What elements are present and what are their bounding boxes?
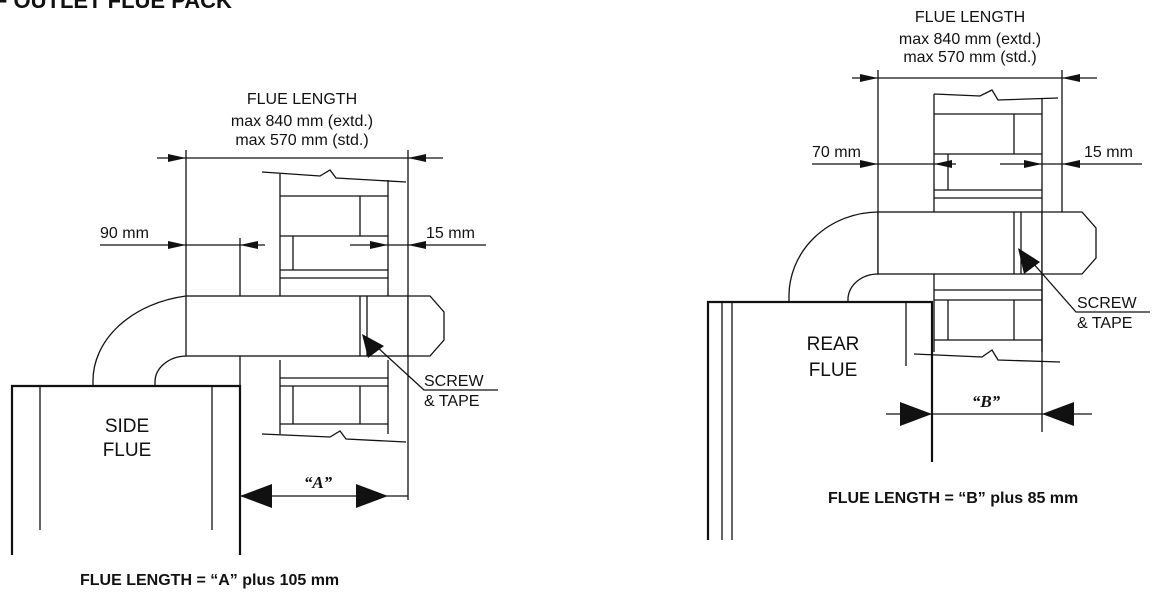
left-box-line2: FLUE — [103, 440, 152, 461]
left-box-line1: SIDE — [105, 416, 149, 437]
right-wall-upper — [933, 89, 1059, 212]
right-dim-right-label: 15 mm — [1084, 144, 1133, 161]
right-measure-b: “B” — [886, 392, 1092, 426]
right-box-line2: FLUE — [809, 360, 858, 381]
left-max-std: max 570 mm (std.) — [235, 132, 368, 149]
header-title-fragment: F OUTLET FLUE PACK — [0, 0, 232, 13]
side-flue-diagram: FLUE LENGTH max 840 mm (extd.) max 570 m… — [10, 91, 498, 589]
right-tape-label: & TAPE — [1077, 315, 1132, 332]
left-max-extd: max 840 mm (extd.) — [231, 113, 373, 130]
right-flue-pipe — [877, 211, 1097, 275]
left-dim-90mm: 90 mm — [100, 225, 265, 386]
left-dim-right-label: 15 mm — [426, 225, 475, 242]
left-wall-upper — [261, 169, 407, 296]
right-dim-70mm: 70 mm — [812, 144, 956, 168]
right-max-extd: max 840 mm (extd.) — [899, 31, 1041, 48]
right-flue-elbow — [788, 211, 879, 302]
right-dim-15mm: 15 mm — [1000, 144, 1142, 168]
right-wall-lower — [913, 274, 1061, 363]
left-screw-label: SCREW — [424, 373, 484, 390]
right-box-line1: REAR — [807, 334, 860, 355]
left-dim-left-label: 90 mm — [100, 225, 149, 242]
left-wall-lower — [261, 360, 407, 443]
right-flue-length-label: FLUE LENGTH — [915, 9, 1025, 26]
left-measure-a: “A” — [240, 473, 408, 508]
rear-flue-diagram: FLUE LENGTH max 840 mm (extd.) max 570 m… — [706, 9, 1150, 540]
left-flue-length-label: FLUE LENGTH — [247, 91, 357, 108]
right-dim-left-label: 70 mm — [812, 144, 861, 161]
left-tape-label: & TAPE — [424, 393, 479, 410]
right-formula: FLUE LENGTH = “B” plus 85 mm — [828, 490, 1078, 507]
left-formula: FLUE LENGTH = “A” plus 105 mm — [80, 572, 339, 589]
right-boiler-box: REAR FLUE — [706, 300, 934, 540]
left-flue-pipe — [185, 295, 445, 357]
left-flue-elbow — [92, 295, 187, 386]
left-screw-tape-callout: SCREW & TAPE — [362, 334, 498, 410]
right-measure-label: “B” — [972, 392, 1001, 411]
right-screw-label: SCREW — [1077, 295, 1137, 312]
left-dim-15mm: 15 mm — [350, 225, 486, 249]
left-boiler-box: SIDE FLUE — [10, 384, 242, 555]
left-measure-label: “A” — [304, 473, 333, 492]
right-max-std: max 570 mm (std.) — [903, 49, 1036, 66]
right-screw-tape-callout: SCREW & TAPE — [1018, 248, 1150, 332]
